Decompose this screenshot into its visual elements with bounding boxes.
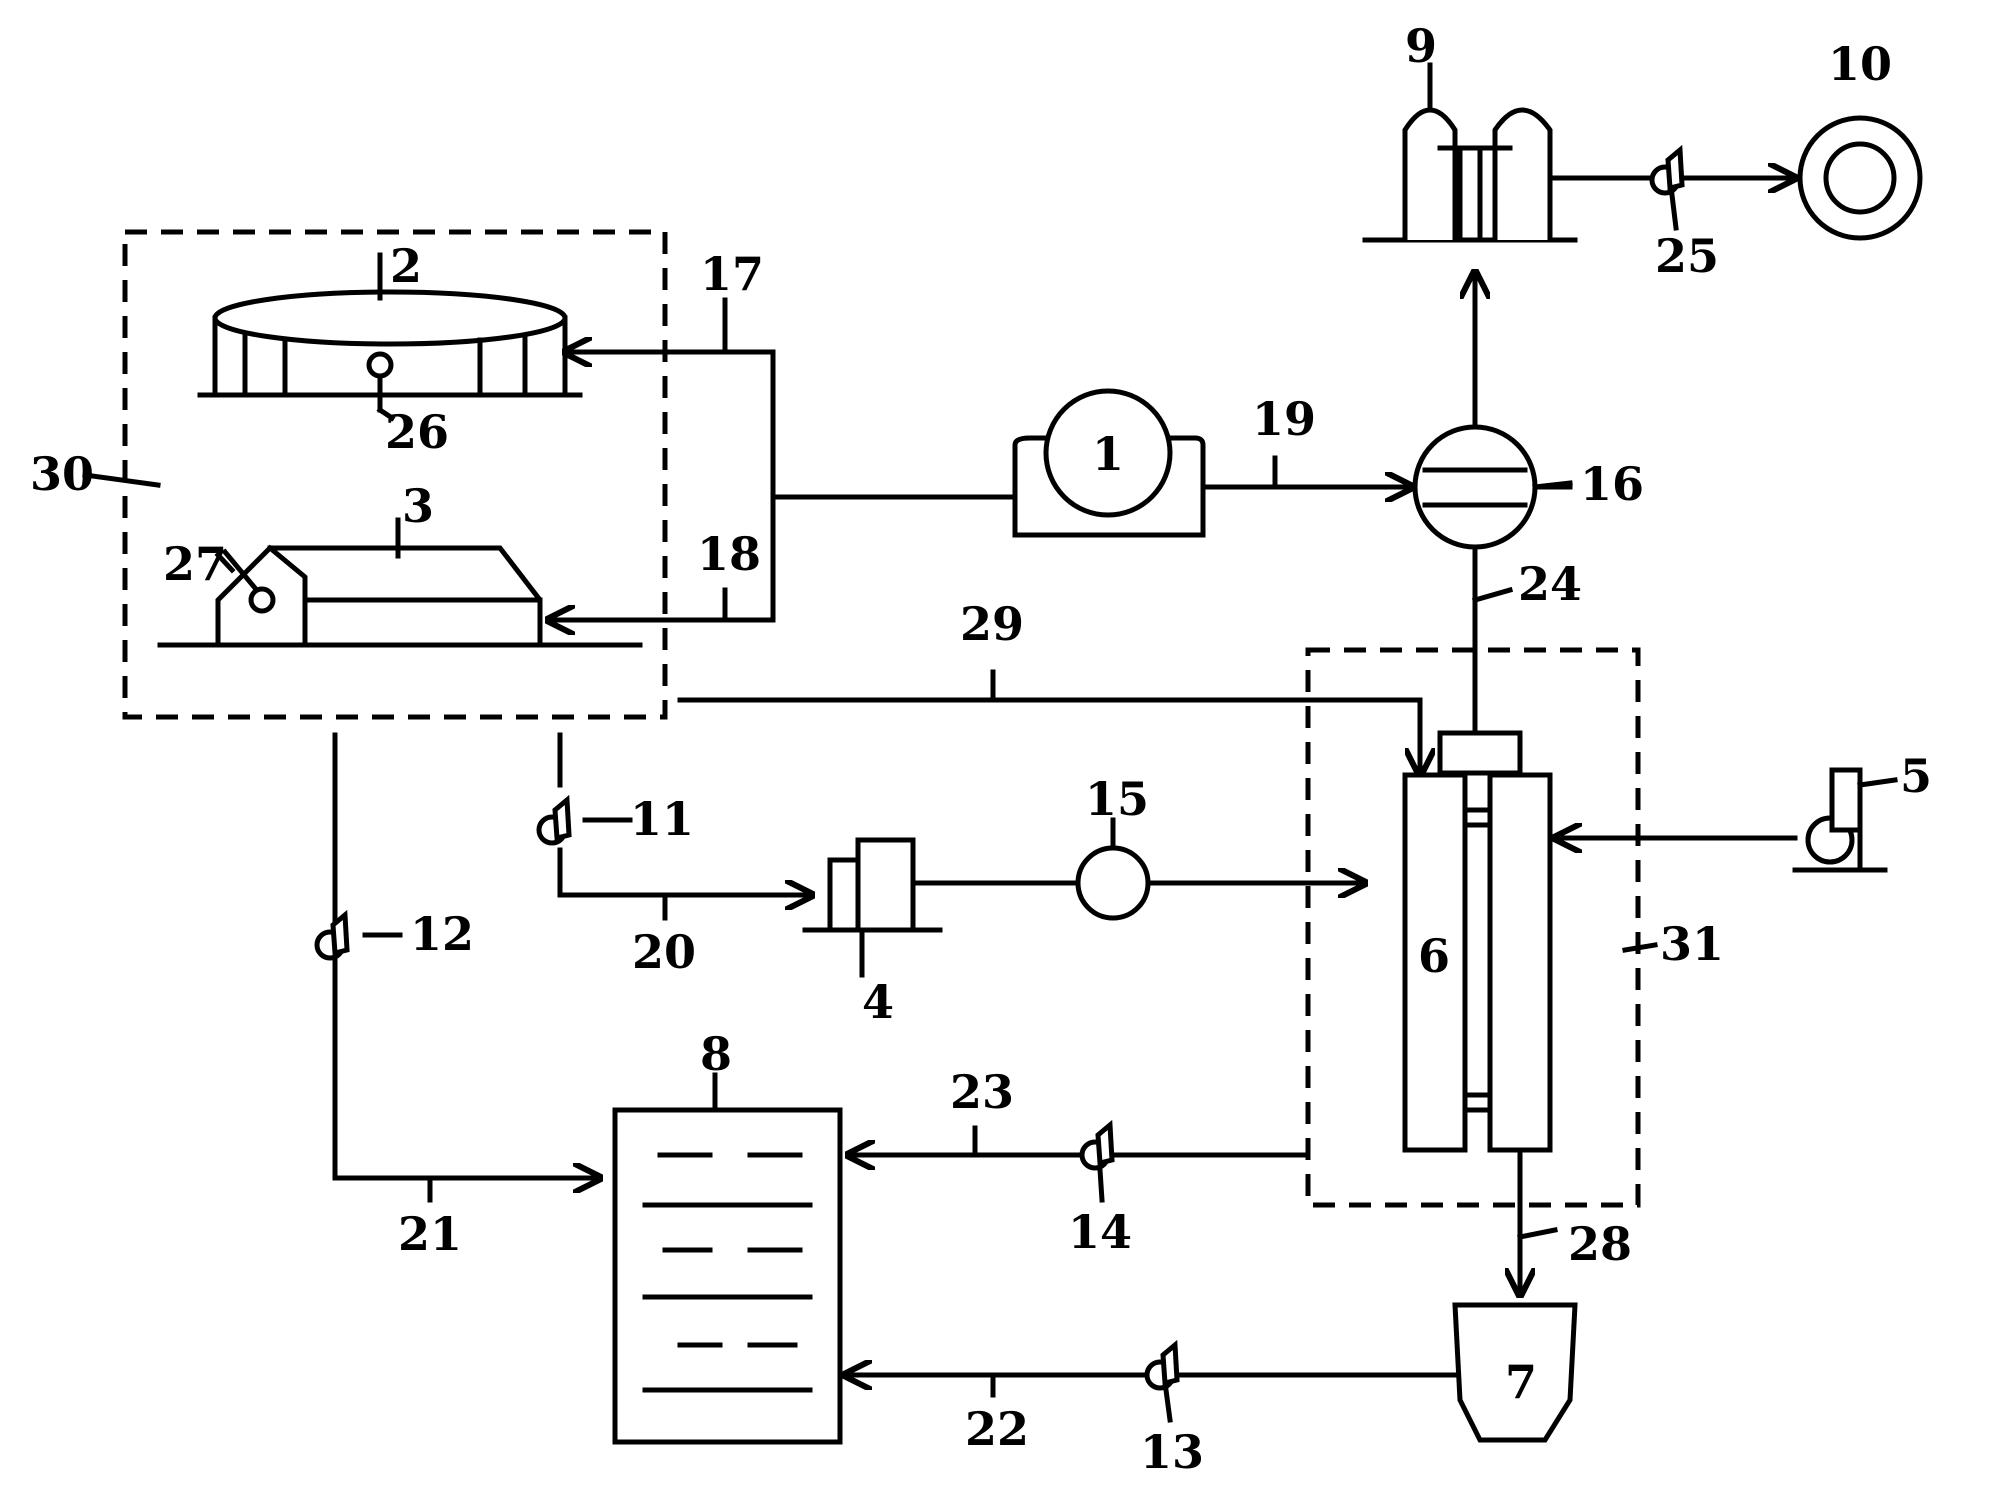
line-21 [332,732,600,1178]
line-20b [557,847,812,895]
unit-5-air-blower [1792,767,1898,873]
pump-25 [1649,144,1685,231]
label-2: 2 [390,239,422,293]
unit-8-tank [612,1072,843,1445]
label-21: 21 [398,1207,462,1261]
label-13: 13 [1140,1425,1204,1479]
label-6: 6 [1418,929,1450,983]
label-19: 19 [1252,392,1316,446]
label-22: 22 [965,1402,1029,1456]
label-28: 28 [1568,1217,1632,1271]
label-31: 31 [1660,917,1724,971]
unit-7-hopper [1452,1302,1578,1443]
label-5: 5 [1900,749,1932,803]
tick-27 [214,551,236,574]
label-14: 14 [1068,1205,1132,1259]
pump-14 [1079,1119,1115,1203]
label-17: 17 [700,247,764,301]
label-29: 29 [960,597,1024,651]
label-20: 20 [632,925,696,979]
tick-28 [1517,1227,1558,1240]
pump-11 [536,794,633,846]
tick-30 [82,472,161,488]
unit-2-round-tank [197,252,583,422]
unit-4-dosing-unit [802,837,943,978]
label-9: 9 [1405,19,1437,73]
label-23: 23 [950,1065,1014,1119]
label-10: 10 [1828,37,1892,91]
unit-1-compressor [1012,388,1206,538]
label-30: 30 [30,447,94,501]
line-29 [677,697,1420,775]
label-3: 3 [402,479,434,533]
label-24: 24 [1518,557,1582,611]
label-1: 1 [1092,427,1124,481]
unit-15-flowmeter [1075,817,1151,921]
tick-24 [1471,586,1514,604]
unit-10-storage-ring [1797,115,1923,241]
label-4: 4 [862,975,894,1029]
line-18 [548,494,776,620]
label-15: 15 [1085,772,1149,826]
label-8: 8 [700,1027,732,1081]
label-16: 16 [1580,457,1644,511]
label-18: 18 [697,527,761,581]
pump-13 [1144,1339,1180,1423]
label-27: 27 [163,537,227,591]
tick-16 [1532,480,1573,490]
unit-9-gas-tanks [1362,62,1578,243]
unit-3-shed [157,517,643,648]
label-12: 12 [410,907,474,961]
line-17 [565,352,776,500]
label-26: 26 [385,405,449,459]
tick-31 [1622,942,1658,953]
boundary-box-30 [122,229,668,720]
label-25: 25 [1655,229,1719,283]
label-7: 7 [1505,1355,1537,1409]
pump-12 [314,909,403,961]
label-11: 11 [630,792,694,846]
